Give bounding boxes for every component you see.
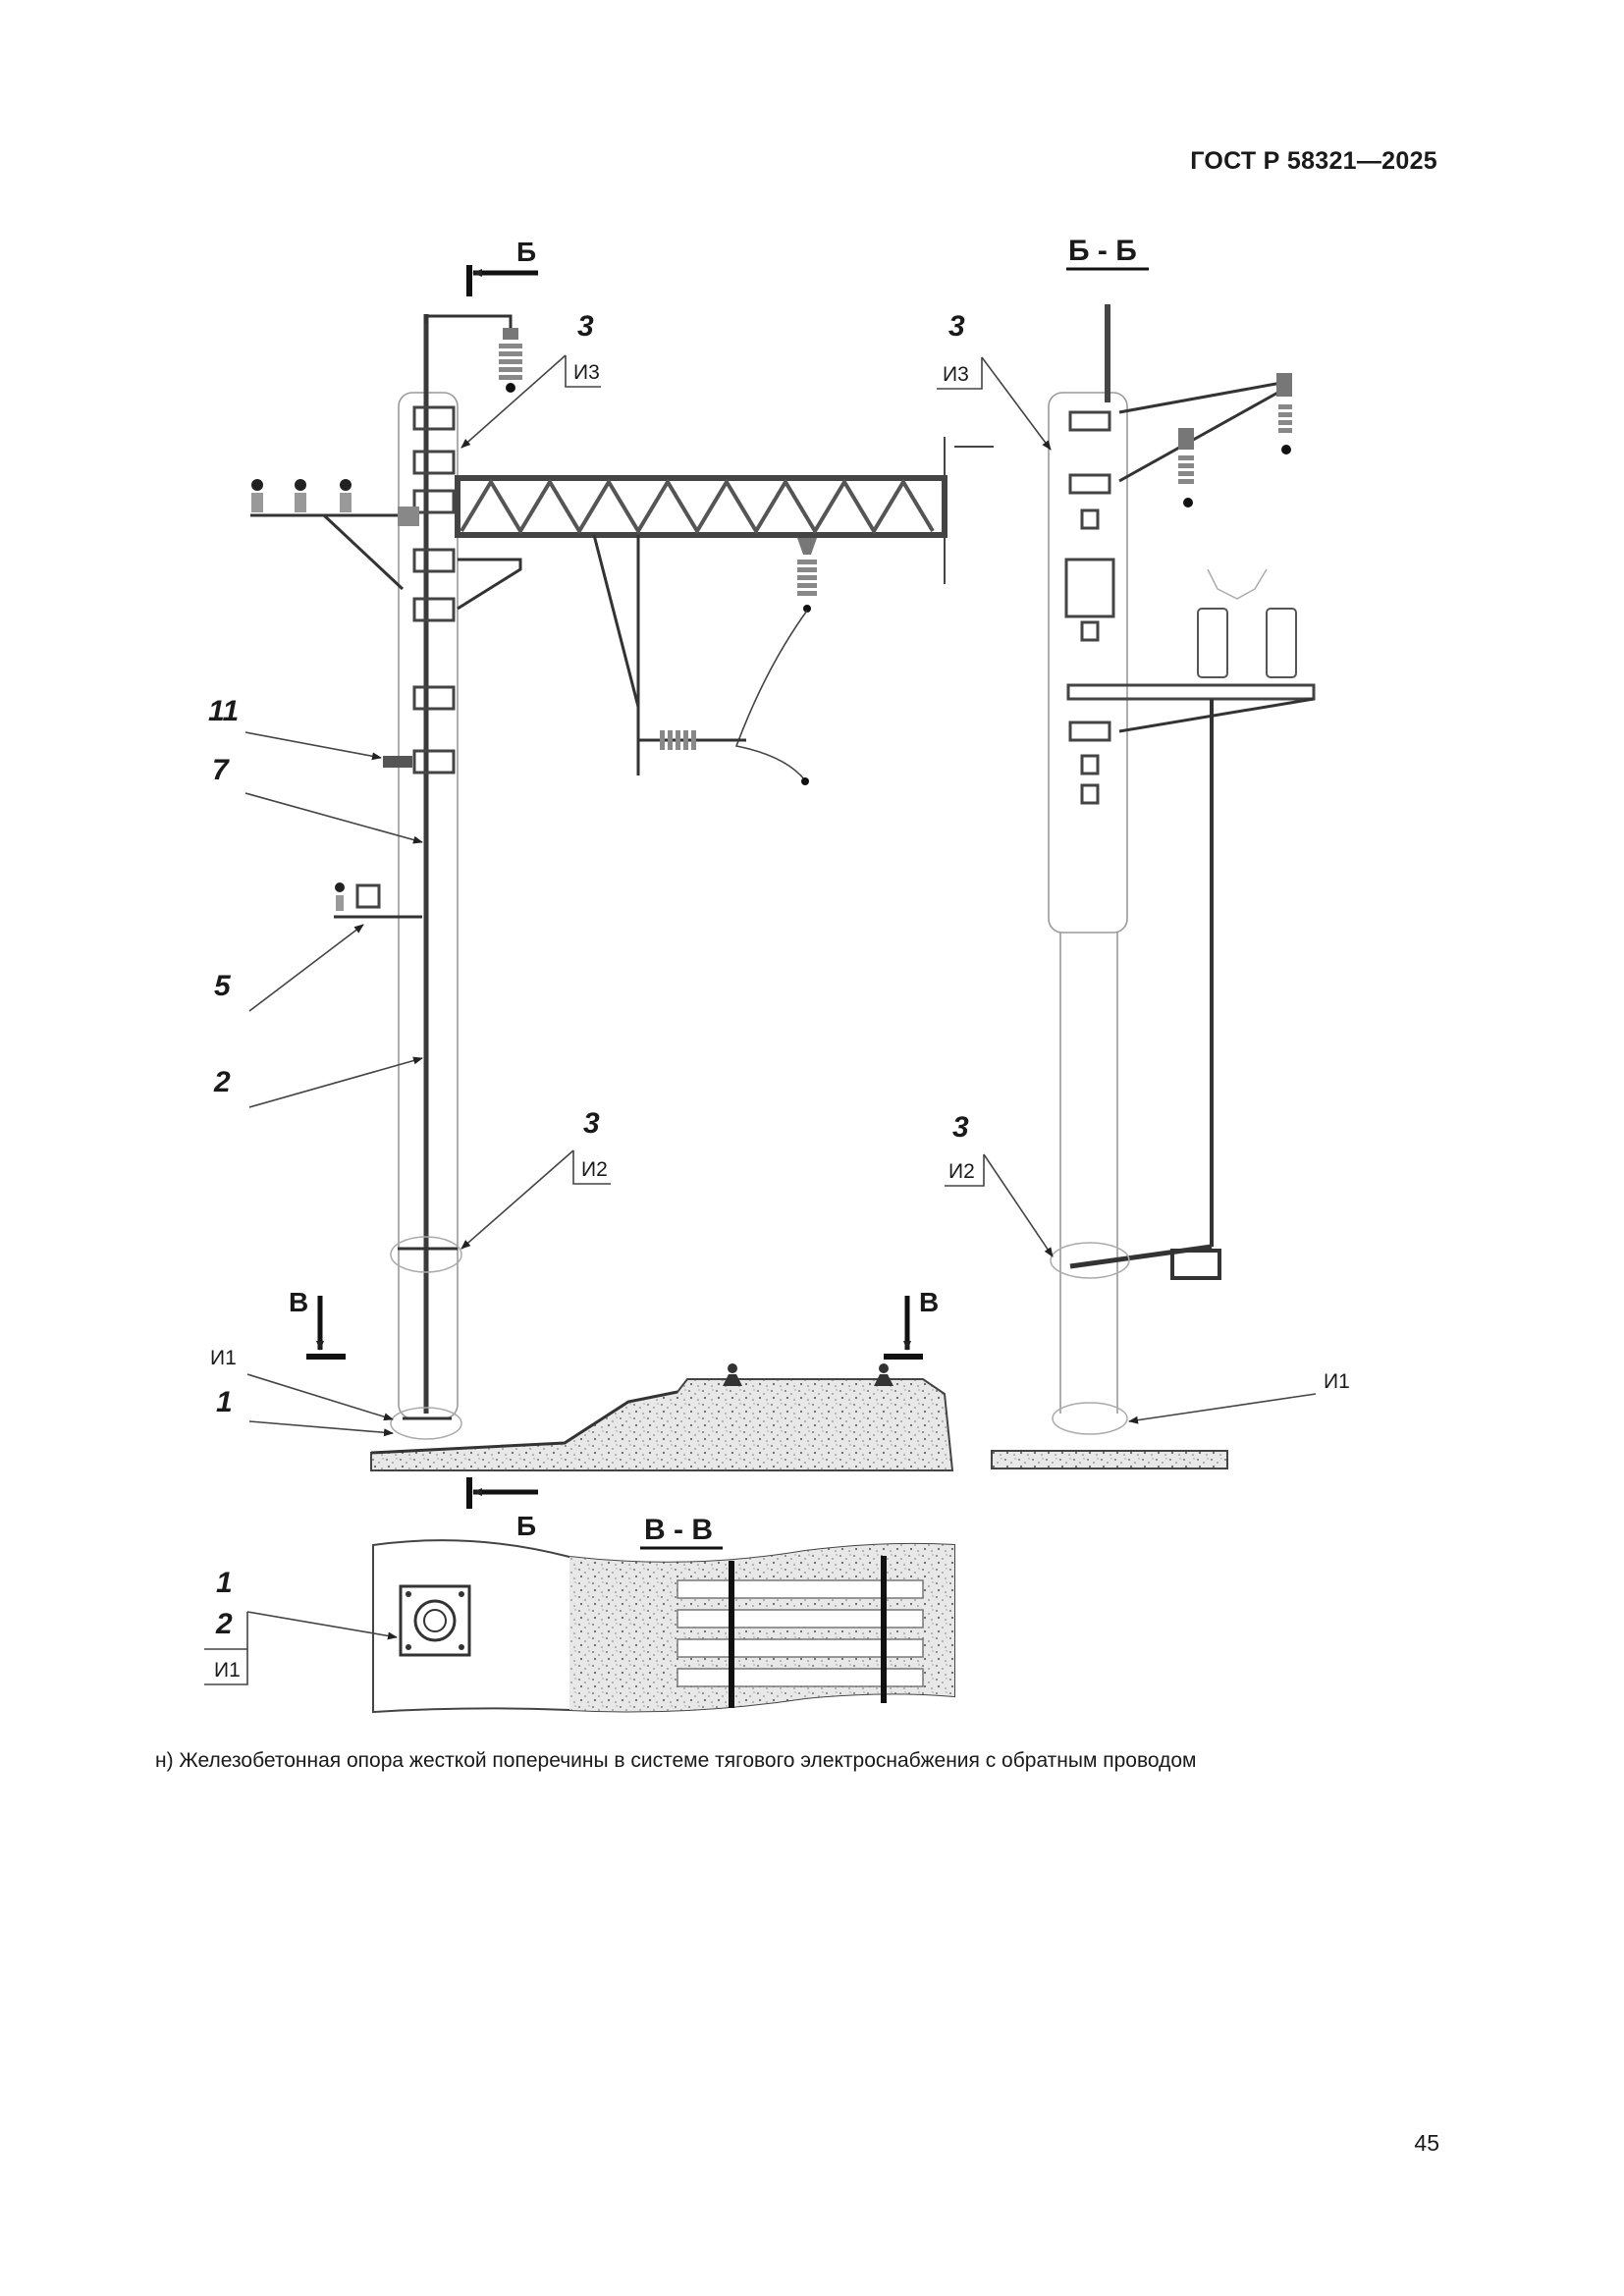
- callout-i1-right: И1: [1128, 1370, 1350, 1424]
- callout-3-mid-left: 3 И2: [460, 1107, 611, 1250]
- callout-label: 3: [948, 310, 965, 343]
- left-elevation: [250, 314, 994, 1440]
- ground-box-right: [1170, 1249, 1221, 1280]
- ground-right: [991, 1450, 1228, 1469]
- messenger-wire: [734, 610, 808, 781]
- callout-label: 3: [583, 1107, 600, 1140]
- insulator-top: [499, 328, 522, 393]
- view-title-vv: В - В: [640, 1514, 723, 1550]
- view-title-bb: Б - Б: [1066, 235, 1149, 271]
- callout-2: 2: [213, 1056, 423, 1108]
- section-label-v-left: В: [289, 1287, 308, 1317]
- joint-highlight-i2: [390, 1236, 462, 1273]
- view-label-vv: В - В: [644, 1514, 713, 1546]
- plan-sleepers: [677, 1579, 924, 1687]
- concrete-pole-upper-right: [1048, 392, 1128, 934]
- callout-7: 7: [212, 754, 423, 844]
- ref-label: И3: [943, 363, 969, 386]
- callout-3-mid-right: 3 И2: [945, 1111, 1054, 1257]
- ref-label: И1: [1324, 1370, 1350, 1393]
- callout-label: 11: [208, 695, 239, 727]
- callout-1-left: 1: [216, 1386, 394, 1437]
- section-label-b-bottom: Б: [516, 1511, 536, 1541]
- callout-label: 1: [216, 1567, 233, 1599]
- ref-label: И1: [214, 1659, 241, 1682]
- callout-5: 5: [214, 924, 364, 1012]
- section-label-b-top: Б: [516, 237, 536, 267]
- section-mark-b-top: Б: [466, 237, 538, 296]
- plan-view: [372, 1539, 955, 1714]
- section-mark-v-right: В: [884, 1287, 939, 1360]
- section-mark-v-left: В: [289, 1287, 346, 1360]
- pole-clamps-left: [412, 405, 456, 774]
- ref-label: И1: [210, 1347, 237, 1369]
- truss-support-bracket: [457, 558, 522, 611]
- callout-3-top-left: 3 И3: [460, 310, 601, 449]
- ref-label: И2: [581, 1158, 608, 1181]
- callout-label: 1: [216, 1386, 233, 1418]
- ref-label: И3: [573, 361, 600, 384]
- figure-caption: н) Железобетонная опора жесткой поперечи…: [155, 1749, 1197, 1772]
- item5-bracket: [334, 882, 422, 919]
- plan-base-plate: [399, 1584, 471, 1657]
- plan-rails: [729, 1556, 887, 1708]
- top-arm: [424, 314, 513, 329]
- insulator-truss: [797, 538, 817, 613]
- rail-1: [723, 1363, 742, 1386]
- rail-2: [874, 1363, 893, 1386]
- page-number: 45: [1414, 2130, 1439, 2156]
- callout-11: 11: [208, 695, 382, 761]
- callout-label: 2: [215, 1608, 233, 1640]
- joint-highlight-i1: [390, 1407, 462, 1440]
- ref-label: И2: [948, 1160, 975, 1183]
- section-label-v-right: В: [919, 1287, 939, 1317]
- hanger-diagonal: [592, 534, 640, 708]
- feeder-bracket-left: [250, 479, 419, 591]
- callout-i1-left: И1: [210, 1347, 394, 1421]
- insulator-horizontal: [638, 730, 746, 750]
- pole-slots-right: [1064, 410, 1115, 805]
- truss-crossbeam: [455, 437, 994, 584]
- callout-label: 3: [952, 1111, 969, 1144]
- standard-header: ГОСТ Р 58321—2025: [1190, 147, 1437, 175]
- feeder-bracket-right: [1066, 568, 1316, 1247]
- callout-label: 5: [214, 970, 232, 1002]
- cantilever-upper-right: [1118, 373, 1292, 507]
- callout-label: 2: [213, 1066, 231, 1098]
- callout-3-top-right: 3 И3: [937, 310, 1052, 451]
- section-mark-b-bottom: Б: [466, 1477, 538, 1541]
- right-elevation: [991, 304, 1316, 1469]
- item11-fitting: [383, 756, 412, 768]
- callout-label: 3: [577, 310, 594, 343]
- callout-label: 7: [212, 754, 230, 786]
- ground-section: [370, 1363, 954, 1471]
- view-label-bb: Б - Б: [1068, 235, 1137, 267]
- callout-plan: 1 2 И1: [204, 1567, 398, 1685]
